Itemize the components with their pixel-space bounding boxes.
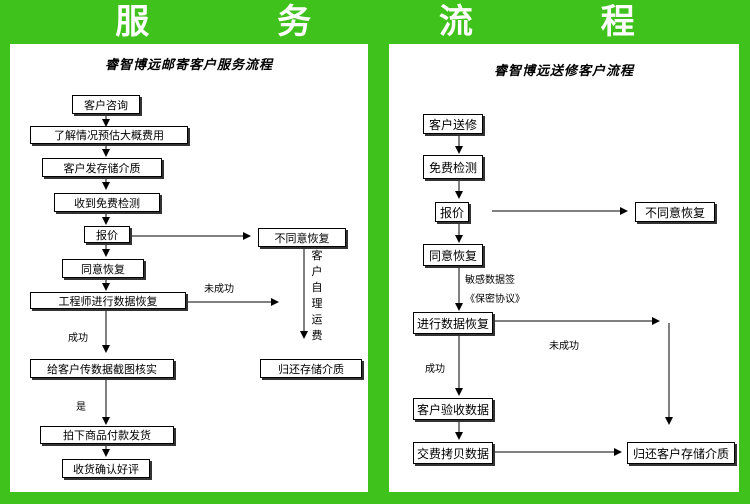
step-send-screenshot: 给客户传数据截图核实 — [30, 359, 174, 378]
step-agree-recovery: 同意恢复 — [62, 259, 144, 278]
step-quote: 报价 — [84, 226, 130, 243]
mail-flow-arrows — [102, 114, 308, 457]
label-successful: 成功 — [68, 333, 88, 344]
step-agree-recovery: 同意恢复 — [423, 244, 483, 266]
box-decline-recovery: 不同意恢复 — [635, 202, 715, 222]
label-successful: 成功 — [425, 364, 445, 375]
step-perform-recovery: 进行数据恢复 — [413, 312, 493, 334]
step-customer-verify: 客户验收数据 — [413, 398, 493, 420]
label-not-successful: 未成功 — [204, 284, 234, 295]
box-return-media: 归还存储介质 — [260, 359, 362, 378]
step-estimate-cost: 了解情况预估大概费用 — [30, 126, 188, 144]
walkin-repair-flow-panel: 睿智博远送修客户流程 客户送修 免费检测 报价 同意恢复 进行数据恢复 客户验收… — [389, 44, 739, 492]
step-confirm-review: 收货确认好评 — [62, 459, 150, 478]
step-free-detection: 收到免费检测 — [54, 193, 160, 212]
mail-flow-title: 睿智博远邮寄客户服务流程 — [104, 58, 273, 73]
box-return-customer-media: 归还客户存储介质 — [627, 442, 735, 464]
walkin-flow-arrows — [455, 134, 673, 456]
mail-service-flow-panel: 睿智博远邮寄客户服务流程 客户咨询 了解情况预估大概费用 客户发存储介质 收到免… — [10, 44, 368, 492]
step-pay-copy-data: 交费拷贝数据 — [413, 442, 493, 464]
step-pay-ship: 拍下商品付款发货 — [40, 426, 174, 444]
step-engineer-recovery: 工程师进行数据恢复 — [30, 292, 186, 309]
label-confidentiality-agreement: 《保密协议》 — [465, 294, 525, 305]
banner: 服 务 流 程 — [0, 0, 750, 44]
page-title: 服 务 流 程 — [115, 2, 693, 42]
step-consult: 客户咨询 — [72, 95, 140, 114]
label-not-successful: 未成功 — [549, 341, 579, 352]
label-sensitive-data-sign: 敏感数据签 — [465, 275, 515, 286]
label-customer-pays-shipping: 客户自理运费 — [311, 249, 323, 342]
bottom-bar — [0, 492, 750, 504]
box-decline-recovery: 不同意恢复 — [258, 228, 346, 247]
step-send-media: 客户发存储介质 — [42, 158, 162, 177]
walkin-flow-title: 睿智博远送修客户流程 — [493, 64, 634, 79]
step-free-detection: 免费检测 — [423, 155, 483, 179]
label-yes: 是 — [76, 402, 86, 413]
step-walkin-repair: 客户送修 — [423, 114, 483, 134]
step-quote: 报价 — [435, 202, 469, 222]
